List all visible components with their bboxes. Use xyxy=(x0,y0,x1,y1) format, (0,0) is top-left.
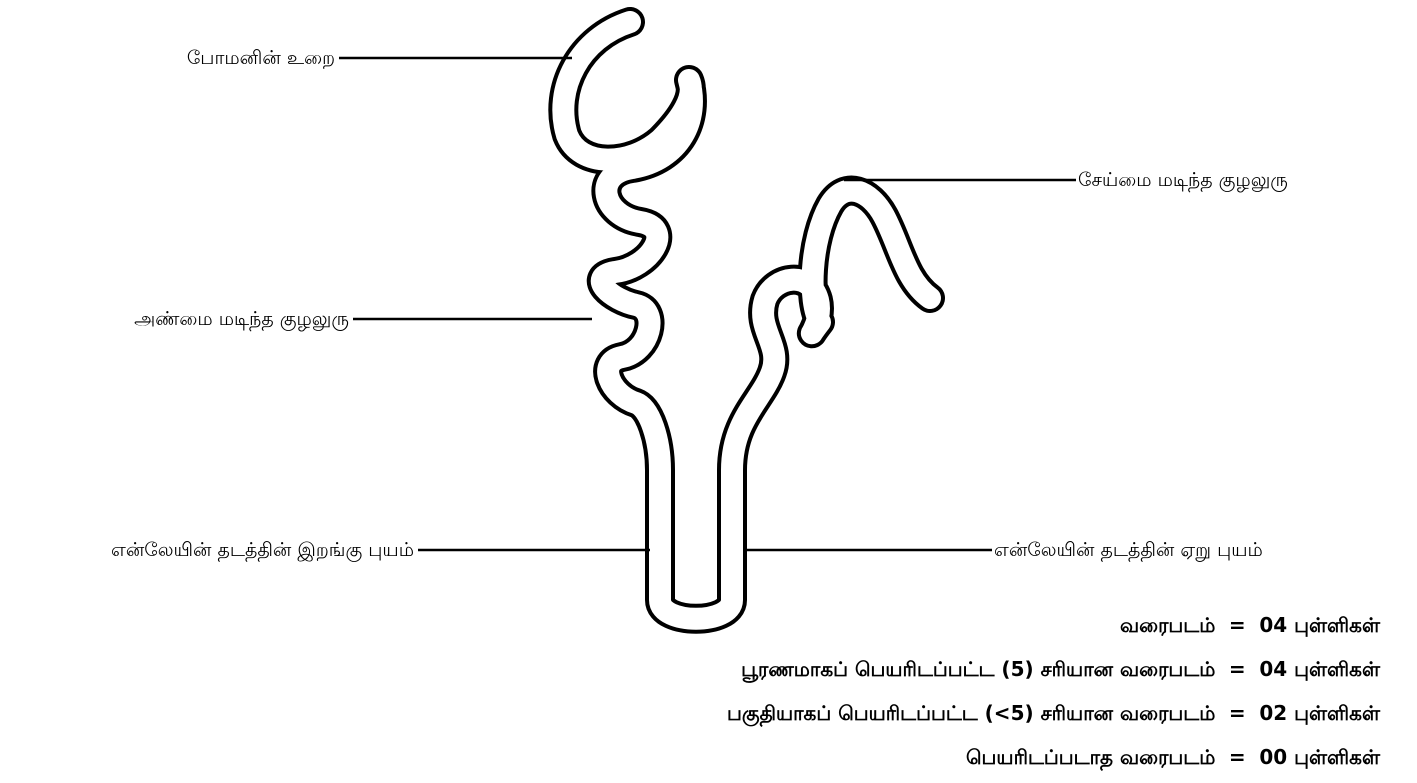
marking-criterion: வரைபடம் xyxy=(1120,603,1215,647)
equals-sign: = xyxy=(1215,647,1259,691)
marking-scheme: வரைபடம் = 04 புள்ளிகள் பூரணமாகப் பெயரிடப… xyxy=(230,603,1380,779)
marking-points: 04 புள்ளிகள் xyxy=(1259,603,1380,647)
marking-criterion: பகுதியாகப் பெயரிடப்பட்ட (<5) சரியான வரைப… xyxy=(727,691,1215,735)
marking-criterion: பூரணமாகப் பெயரிடப்பட்ட (5) சரியான வரைபடம… xyxy=(741,647,1215,691)
marking-points: 00 புள்ளிகள் xyxy=(1259,735,1380,779)
label-proximal-tubule: அண்மை மடிந்த குழலுரு xyxy=(134,307,349,331)
equals-sign: = xyxy=(1215,691,1259,735)
marking-row: பெயரிடப்படாத வரைபடம் = 00 புள்ளிகள் xyxy=(230,735,1380,779)
label-distal-tubule: சேய்மை மடிந்த குழலுரு xyxy=(1078,168,1288,192)
marking-row: வரைபடம் = 04 புள்ளிகள் xyxy=(230,603,1380,647)
nephron-tubule-outline xyxy=(563,22,930,619)
label-ascending-limb: என்லேயின் தடத்தின் ஏறு புயம் xyxy=(994,538,1263,562)
equals-sign: = xyxy=(1215,735,1259,779)
marking-points: 04 புள்ளிகள் xyxy=(1259,647,1380,691)
marking-criterion: பெயரிடப்படாத வரைபடம் xyxy=(966,735,1215,779)
equals-sign: = xyxy=(1215,603,1259,647)
marking-points: 02 புள்ளிகள் xyxy=(1259,691,1380,735)
label-bowman-capsule: போமனின் உறை xyxy=(187,46,335,70)
label-descending-limb: என்லேயின் தடத்தின் இறங்கு புயம் xyxy=(111,538,414,562)
marking-row: பூரணமாகப் பெயரிடப்பட்ட (5) சரியான வரைபடம… xyxy=(230,647,1380,691)
marking-row: பகுதியாகப் பெயரிடப்பட்ட (<5) சரியான வரைப… xyxy=(230,691,1380,735)
